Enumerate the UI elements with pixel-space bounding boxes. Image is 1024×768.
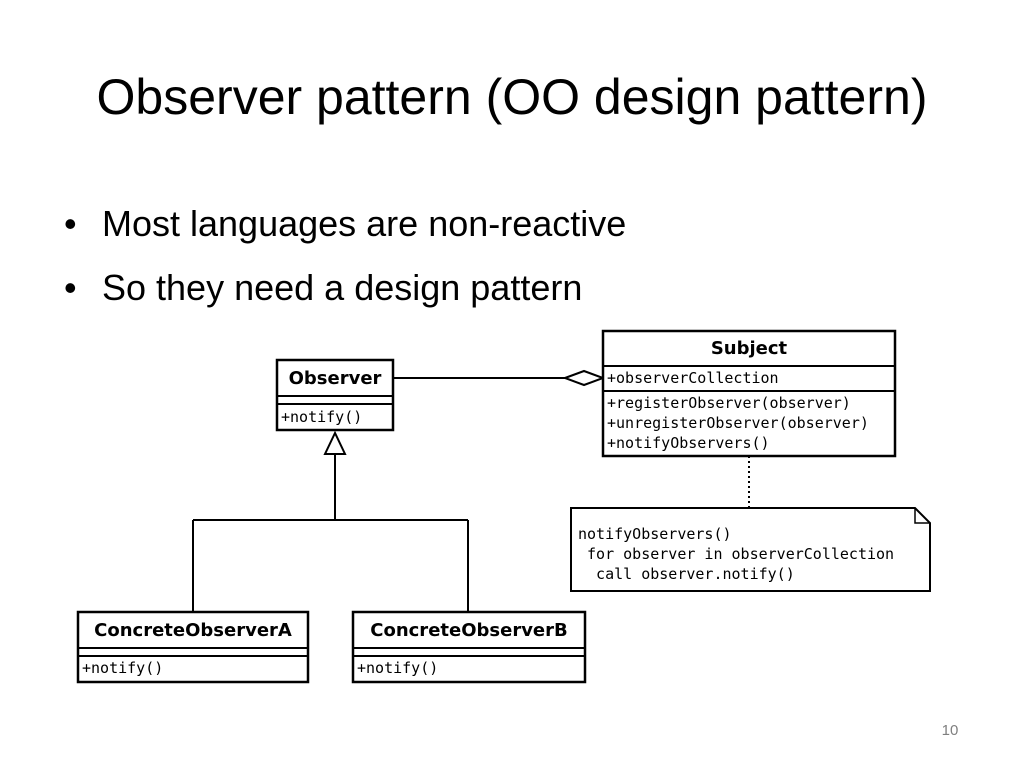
observer-class: Observer +notify() — [275, 358, 395, 432]
bullet-item: • So they need a design pattern — [60, 256, 626, 320]
bullet-text: Most languages are non-reactive — [102, 203, 627, 244]
subject-class-name: Subject — [711, 338, 788, 359]
bullet-text: So they need a design pattern — [102, 267, 583, 308]
subject-method: +registerObserver(observer) — [607, 394, 851, 412]
concrete-observer-b-name: ConcreteObserverB — [370, 620, 567, 641]
concrete-observer-a-name: ConcreteObserverA — [94, 620, 292, 641]
note-corner-icon — [914, 508, 930, 524]
slide-number: 10 — [941, 722, 959, 739]
bullet-icon: • — [64, 267, 77, 308]
bullet-item: • Most languages are non-reactive — [60, 192, 626, 256]
slide-title: Observer pattern (OO design pattern) — [96, 69, 928, 125]
concrete-observer-a-method: +notify() — [82, 659, 163, 677]
bullet-list: • Most languages are non-reactive • So t… — [60, 192, 626, 320]
aggregation-diamond-icon — [562, 369, 606, 387]
generalization-lines — [192, 430, 469, 612]
concrete-observer-b-class: ConcreteObserverB +notify() — [351, 610, 587, 684]
note-line: notifyObservers() — [578, 525, 732, 543]
observer-class-name: Observer — [289, 368, 382, 389]
aggregation-line — [393, 369, 606, 387]
concrete-observer-b-method: +notify() — [357, 659, 438, 677]
note-line: call observer.notify() — [578, 565, 795, 583]
observer-method: +notify() — [281, 408, 362, 426]
bullet-icon: • — [64, 203, 77, 244]
note-box: notifyObservers() for observer in observ… — [570, 507, 931, 592]
concrete-observer-a-class: ConcreteObserverA +notify() — [76, 610, 310, 684]
note-line: for observer in observerCollection — [578, 545, 894, 563]
subject-method: +unregisterObserver(observer) — [607, 414, 869, 432]
subject-method: +notifyObservers() — [607, 434, 770, 452]
subject-attribute: +observerCollection — [607, 369, 779, 387]
subject-class: Subject +observerCollection +registerObs… — [601, 329, 897, 458]
inheritance-triangle-icon — [323, 430, 347, 455]
